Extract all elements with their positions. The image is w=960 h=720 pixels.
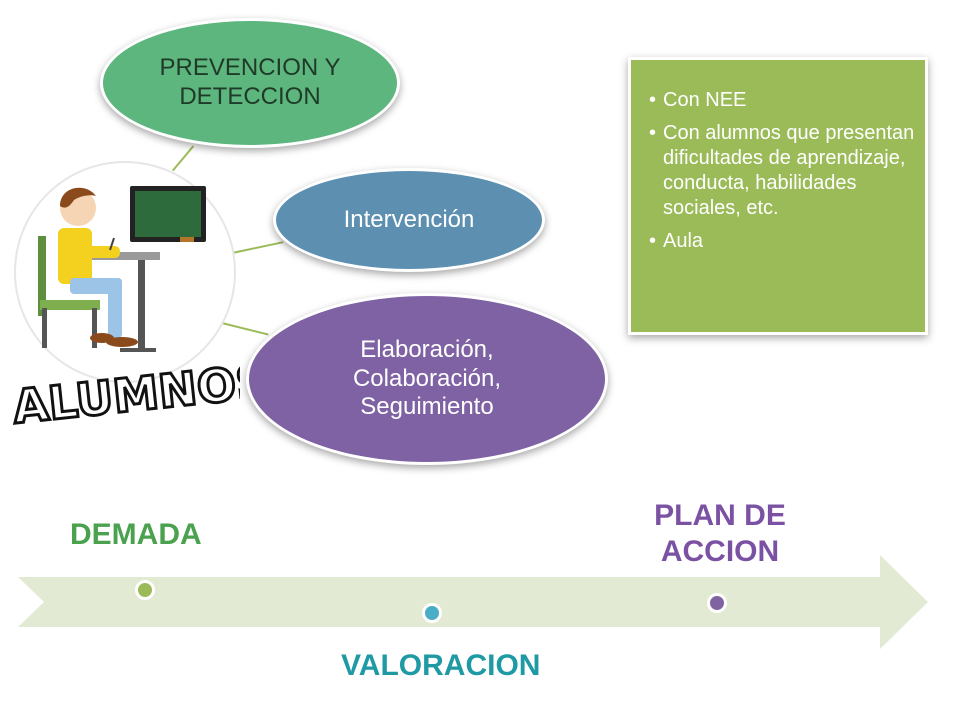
context-note-box: Con NEE Con alumnos que presentan dificu… [628,57,928,335]
timeline-dot-valoracion [422,603,442,623]
stage-label-plan-de-accion: PLAN DE ACCION [654,499,786,568]
alumnos-title: ALUMNOS [10,354,240,432]
note-list: Con NEE Con alumnos que presentan dificu… [649,88,915,254]
node-prevencion-deteccion: PREVENCION Y DETECCION [100,18,400,148]
note-item: Aula [649,229,915,254]
node-label: Elaboración, Colaboración, Seguimiento [352,335,502,421]
node-elaboracion: Elaboración, Colaboración, Seguimiento [246,293,608,465]
stage-label-demada: DEMADA [70,518,202,551]
timeline-arrow [18,555,928,649]
node-label: PREVENCION Y DETECCION [159,54,341,110]
note-item: Con NEE [649,88,915,113]
timeline-dot-demada [135,580,155,600]
student-avatar [10,160,240,390]
timeline-dot-plan [707,593,727,613]
student-at-desk-icon [14,161,236,383]
alumnos-wordart: ALUMNOS [9,352,240,432]
node-label: Intervención [343,205,475,233]
node-intervencion: Intervención [273,168,545,272]
note-item: Con alumnos que presentan dificultades d… [649,121,915,221]
stage-label-valoracion: VALORACION [341,649,541,682]
